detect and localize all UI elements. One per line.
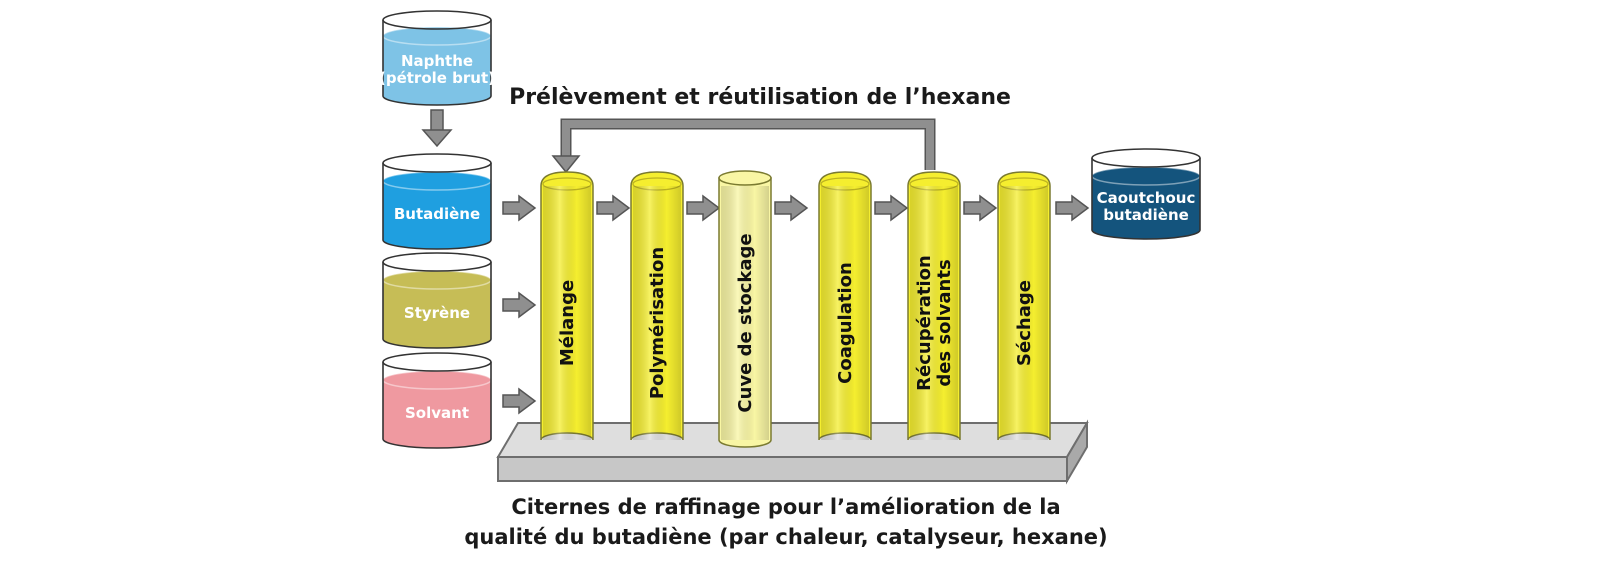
column-melange-label-1: Mélange — [557, 280, 578, 366]
column-sechage-label-1: Séchage — [1014, 280, 1035, 366]
column-recuperation-label-1: Récupération — [914, 255, 935, 391]
column-recuperation-label-2: des solvants — [934, 259, 955, 386]
arrow-naphthe-to-butadiene — [421, 109, 453, 148]
arrow-coagulation-to-recuperation — [874, 194, 909, 222]
feed-arrows — [502, 194, 537, 415]
arrow-solvant-feed — [502, 387, 537, 415]
column-sechage: Séchage — [997, 171, 1051, 441]
caoutchouc-label-1: Caoutchouc — [1097, 189, 1196, 207]
solvant-tank: Solvant — [382, 352, 492, 449]
column-cuve-label-1: Cuve de stockage — [735, 233, 756, 412]
arrow-polymerisation-to-cuve — [686, 194, 721, 222]
naphthe-label-2: (pétrole brut) — [379, 69, 495, 87]
butadiene-liquid — [383, 181, 491, 249]
arrow-recuperation-to-sechage — [963, 194, 998, 222]
solvant-liquid — [383, 380, 491, 448]
naphthe-label-1: Naphthe — [401, 52, 473, 70]
column-polymerisation: Polymérisation — [630, 171, 684, 441]
column-coagulation-label-1: Coagulation — [835, 262, 856, 384]
hexane-recycle-label: Prélèvement et réutilisation de l’hexane — [509, 85, 1011, 110]
arrow-sechage-to-product — [1055, 194, 1090, 222]
styrene-label-1: Styrène — [404, 304, 470, 322]
styrene-tank: Styrène — [382, 252, 492, 349]
butadiene-tank: Butadiène — [382, 153, 492, 250]
hexane-recycle-arrow — [551, 118, 936, 174]
column-polymerisation-label-1: Polymérisation — [647, 247, 668, 399]
caoutchouc-liquid — [1092, 176, 1200, 239]
source-tanks: Naphthe(pétrole brut) ButadièneStyrèneSol… — [379, 10, 495, 449]
refining-columns: Mélange Polymérisation Cuve de stockage Coa… — [540, 170, 1090, 448]
caoutchouc-label-2: butadiène — [1103, 206, 1189, 224]
arrow-cuve-to-coagulation — [774, 194, 809, 222]
naphthe-tank: Naphthe(pétrole brut) — [379, 10, 495, 106]
column-cuve: Cuve de stockage — [718, 170, 772, 448]
column-coagulation: Coagulation — [818, 171, 872, 441]
caption-line-2: qualité du butadiène (par chaleur, catal… — [464, 525, 1107, 549]
solvant-label-1: Solvant — [405, 404, 469, 422]
styrene-liquid — [383, 280, 491, 348]
caption-line-1: Citernes de raffinage pour l’amélioratio… — [511, 495, 1060, 519]
naphthe-liquid — [383, 36, 491, 105]
arrow-styrene-feed — [502, 291, 537, 319]
column-melange: Mélange — [540, 171, 594, 441]
butadiene-label-1: Butadiène — [394, 205, 480, 223]
arrow-butadiene-feed — [502, 194, 537, 222]
arrow-melange-to-polymerisation — [596, 194, 631, 222]
